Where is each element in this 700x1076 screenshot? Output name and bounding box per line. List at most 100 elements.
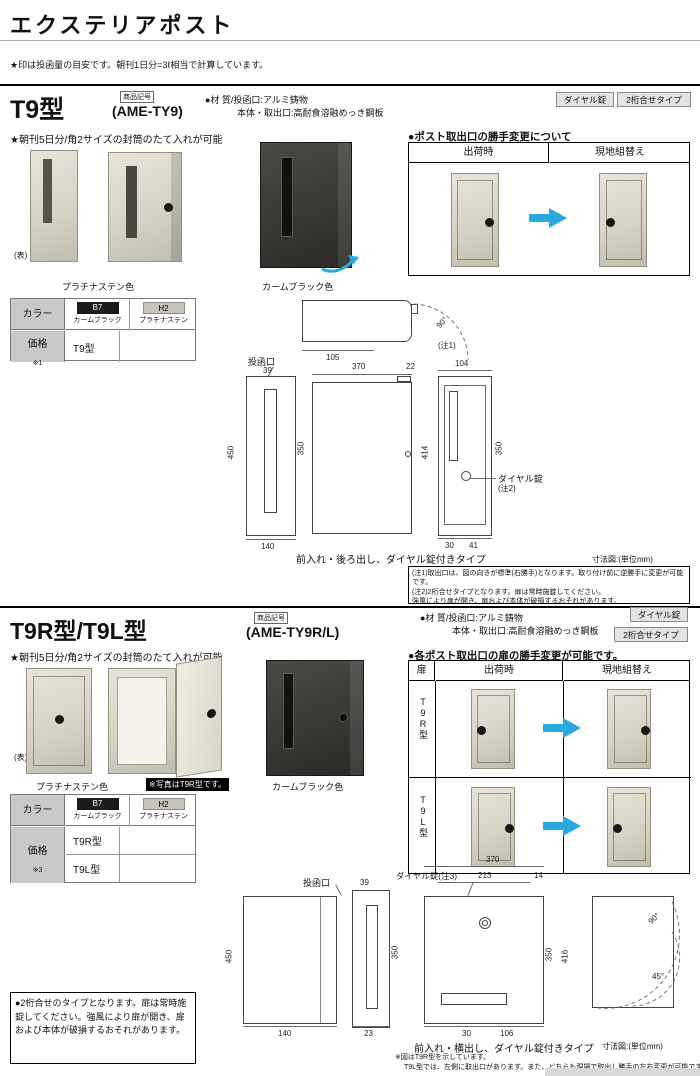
section1-color-price-table: カラー B7 カームブラック H2 プラチナステン 価格 ※1 T9型 [10, 298, 196, 367]
mailbox-black-photo [260, 142, 352, 268]
dial-lock-label: ダイヤル錠(注3) [396, 871, 458, 881]
color-name-h2: プラチナステン [139, 317, 188, 324]
lock-knob [641, 726, 650, 735]
swap-arrow-icon [543, 816, 581, 836]
section2-swap-table: 扉 出荷時 現地組替え T9R型 T9L型 [408, 660, 691, 874]
dim-416: 416 [560, 949, 570, 964]
lock-knob [485, 218, 494, 227]
section2-photo-note: ※写真はT9R型です。 [146, 778, 230, 791]
diagram-side-open-view [592, 896, 674, 1008]
dim-213: 213 [478, 871, 492, 880]
price-row-model: T9型 [73, 344, 95, 355]
dim-line-104 [438, 370, 492, 371]
dim-350b: 350 [494, 441, 504, 456]
color-code-b7: B7 [76, 798, 119, 810]
dim-39: 39 [360, 878, 369, 887]
dim-450: 450 [224, 949, 234, 964]
mail-slot [283, 673, 294, 749]
section1-unit-label: 寸法図:(単位mm) [592, 555, 653, 564]
diagram-rear-view [243, 896, 337, 1024]
price-divider [119, 331, 120, 362]
mailbox-platinum-closed-photo [26, 668, 92, 774]
section2-front-label: (表) [14, 753, 28, 762]
section2-badge-dial-lock: ダイヤル錠 [630, 607, 688, 622]
section1-model: T9型 [10, 96, 65, 124]
section2-rule [0, 606, 700, 608]
dim-140: 140 [278, 1029, 292, 1038]
dial-lock-note-ref: (注2) [498, 484, 516, 493]
dial-inner-circle [482, 920, 488, 926]
price-divider [119, 827, 120, 883]
color-header-cell: カラー [11, 795, 65, 826]
dial-lock-label: ダイヤル錠 [498, 474, 543, 484]
section1-feature: ★朝刊5日分/角2サイズの封筒のたて入れが可能 [10, 135, 223, 146]
open-angle-arcs [597, 901, 681, 1009]
section2-feature: ★朝刊5日分/角2サイズの封筒のたて入れが可能 [10, 653, 223, 664]
price-mark: ※3 [32, 867, 43, 874]
section1-swap-title: ●ポスト取出口の勝手変更について [408, 131, 572, 143]
note-line-3: 強風により扉が開き、扉および本体が破損するおそれがあります。 [412, 598, 621, 606]
color-code-h2: H2 [142, 302, 185, 314]
section2-diagram-caption: 前入れ・横出し、ダイヤル錠付きタイプ [414, 1044, 594, 1055]
color-name-b7: カームブラック [73, 317, 122, 324]
dim-line-370 [312, 374, 412, 375]
dim-39: 39 [263, 366, 272, 375]
section2-caption-black: カームブラック色 [272, 782, 344, 792]
diagram-slot-plate [352, 890, 390, 1028]
color-header-cell: カラー [11, 299, 65, 330]
section1-caption-platinum: プラチナステン色 [62, 282, 135, 292]
dim-22: 22 [406, 362, 415, 371]
dim-350b: 350 [544, 947, 554, 962]
swap-mailbox-site [599, 173, 647, 267]
section2-bottom-note-1: ※図はT9R型を示しています。 [395, 1054, 491, 1061]
section2-caption-platinum: プラチナステン色 [36, 782, 109, 792]
slot-opening [366, 905, 378, 1009]
dim-line-30-41 [438, 538, 492, 539]
color-cell-b7: B7 カームブラック [66, 795, 130, 826]
diagram-top-view [302, 300, 412, 342]
side-shade [171, 153, 181, 261]
lock-knob [164, 203, 173, 212]
mail-slot [126, 166, 137, 238]
section2-swap-title: ●各ポスト取出口の扉の勝手変更が可能です。 [408, 650, 624, 662]
dim-30: 30 [462, 1029, 471, 1038]
dim-line-30-106 [424, 1026, 544, 1027]
price-row-model-r: T9R型 [73, 837, 102, 848]
swap-col-ship: 出荷時 [409, 143, 549, 163]
mailbox-black-side-photo [266, 660, 364, 776]
swap-l-ship-mailbox [471, 787, 515, 867]
swap-col-door: 扉 [409, 661, 435, 681]
section1-rule [0, 84, 700, 86]
dial-leader [470, 478, 496, 479]
color-cell-b7: B7 カームブラック [66, 299, 130, 330]
slot-opening [449, 391, 458, 461]
dim-line-140 [243, 1026, 337, 1027]
diagram-slot-plate [246, 376, 296, 536]
keyhole [55, 715, 64, 724]
price-header: 価格 [27, 846, 48, 857]
section1-swap-panel: 出荷時 現地組替え [408, 142, 690, 276]
color-code-h2: H2 [142, 798, 185, 810]
section2-material-1: ●材 質/投函口:アルミ鋳物 [420, 613, 523, 623]
section2-model: T9R型/T9L型 [10, 618, 147, 644]
dim-106: 106 [500, 1029, 514, 1038]
open-interior [117, 677, 167, 765]
section1-material-2: 本体・取出口:高耐食溶融めっき鋼板 [237, 108, 384, 118]
latch-circle [405, 451, 411, 457]
color-name-h2: プラチナステン [139, 813, 188, 820]
note-line-1: (注1)取出口は、図の向きが標準(右勝手)となります。取り付け前に逆勝手に変更が… [412, 570, 684, 587]
swing-arc-90 [413, 303, 469, 361]
dim-140: 140 [261, 542, 275, 551]
page-title: エクステリアポスト [10, 13, 235, 38]
section1-diagram-caption: 前入れ・後ろ出し、ダイヤル錠付きタイプ [296, 555, 486, 566]
panel-line [320, 897, 321, 1023]
swap-r-ship-mailbox [471, 689, 515, 769]
lock-knob [207, 708, 216, 719]
dim-30: 30 [445, 541, 454, 550]
dim-450: 450 [226, 445, 236, 460]
swap-arrow-icon [543, 718, 581, 738]
color-code-b7: B7 [76, 302, 119, 314]
swap-col-site: 現地組替え [550, 143, 690, 163]
swap-l-site-mailbox [607, 787, 651, 867]
dim-104: 104 [455, 359, 469, 368]
